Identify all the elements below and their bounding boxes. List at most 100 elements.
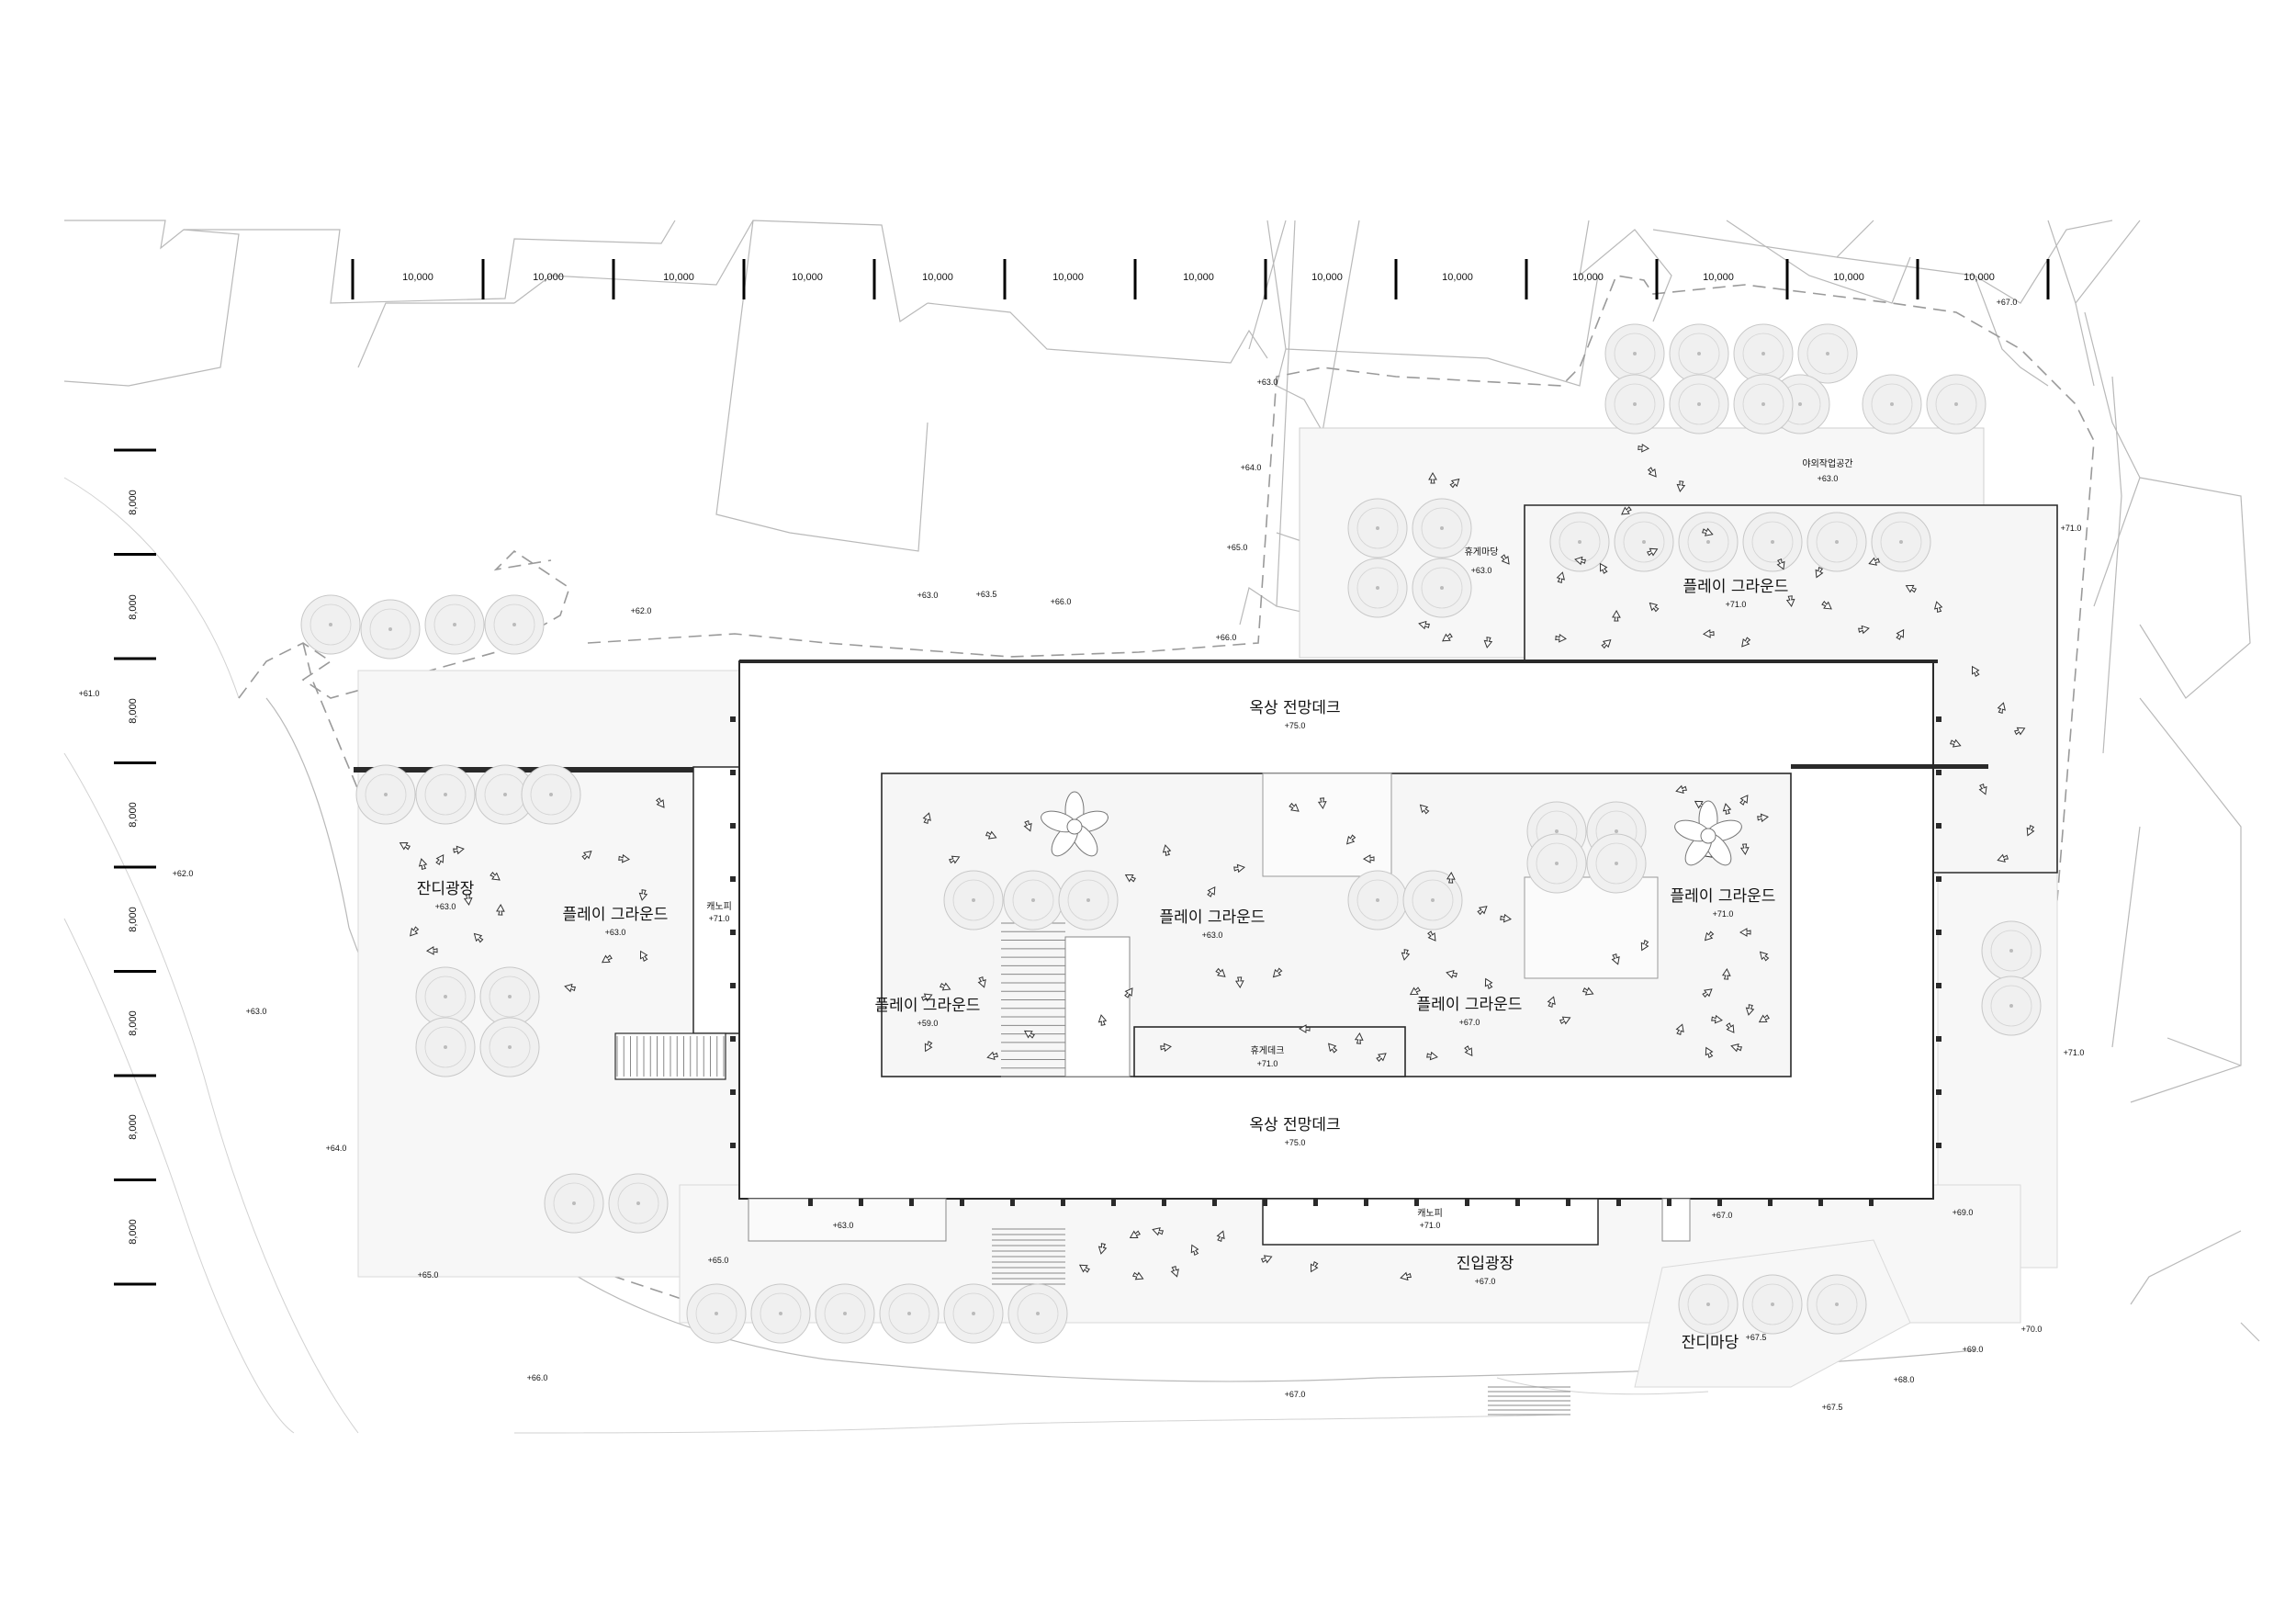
tree — [1862, 374, 1922, 434]
person-figure — [939, 982, 951, 991]
dimension-label: 8,000 — [128, 1219, 139, 1245]
spot-elevation: +62.0 — [631, 606, 652, 615]
tree — [479, 1017, 540, 1077]
person-figure — [1426, 1051, 1438, 1061]
dimension-label: 10,000 — [663, 272, 694, 283]
column — [1667, 1199, 1671, 1206]
person-figure — [1215, 967, 1226, 977]
spot-elevation: +65.0 — [418, 1270, 439, 1280]
tree — [1733, 323, 1794, 384]
person-figure — [1776, 558, 1785, 570]
person-figure — [1757, 813, 1769, 823]
spot-elevation: +64.0 — [1241, 463, 1262, 472]
person-figure — [1868, 557, 1881, 566]
elev-rooftop-north: +75.0 — [1285, 721, 1306, 730]
dimension-label: 8,000 — [128, 490, 139, 515]
elev-play-court-east: +71.0 — [1713, 909, 1734, 919]
person-figure — [1739, 843, 1750, 855]
label-lawn-yard: 잔디마당 — [1682, 1334, 1739, 1352]
column — [730, 770, 736, 775]
spot-elevation: +65.0 — [1227, 543, 1248, 552]
column — [1010, 1199, 1015, 1206]
person-figure — [2026, 824, 2035, 837]
column — [859, 1199, 863, 1206]
column — [1936, 876, 1941, 882]
person-figure — [1418, 620, 1430, 630]
tree — [1402, 870, 1463, 930]
column — [730, 876, 736, 882]
label-play-court-east: 플레이 그라운드 — [1671, 887, 1776, 906]
dimension-label: 8,000 — [128, 1010, 139, 1036]
elev-play-court-center: +63.0 — [1202, 930, 1223, 940]
person-figure — [1997, 702, 2006, 714]
tree — [1669, 374, 1729, 434]
person-figure — [1676, 480, 1686, 492]
person-figure — [655, 797, 665, 808]
tree — [1058, 870, 1119, 930]
person-figure — [1759, 951, 1770, 962]
tree — [300, 594, 361, 655]
dimension-label: 10,000 — [1442, 272, 1473, 283]
dimension-label: 10,000 — [1183, 272, 1214, 283]
person-figure — [1327, 1043, 1338, 1054]
context-buildings — [63, 220, 2260, 1434]
person-figure — [1599, 562, 1608, 574]
person-figure — [1216, 1230, 1225, 1243]
person-figure — [1483, 637, 1493, 648]
person-figure — [1354, 1032, 1364, 1044]
tree — [1678, 1274, 1739, 1335]
column — [1869, 1199, 1874, 1206]
tree — [1678, 512, 1739, 572]
tree — [1549, 512, 1610, 572]
person-figure — [1428, 471, 1437, 484]
label-outdoor-work: 야외작업공간 — [1802, 457, 1852, 469]
tree — [544, 1173, 604, 1234]
person-figure — [1815, 566, 1824, 579]
person-figure — [1741, 637, 1751, 648]
person-figure — [1376, 1053, 1387, 1063]
spot-elevation: +67.0 — [1997, 298, 2018, 307]
label-rest-deck: 휴게데크 — [1251, 1045, 1285, 1056]
spot-elevation: +64.0 — [326, 1144, 347, 1153]
tree — [1981, 976, 2042, 1036]
tree — [943, 1283, 1004, 1344]
label-lawn-plaza: 잔디광장 — [417, 880, 475, 898]
dimension-label: 8,000 — [128, 802, 139, 828]
column — [1717, 1199, 1722, 1206]
column — [1364, 1199, 1368, 1206]
column — [1936, 1143, 1941, 1148]
spot-elevation: +68.0 — [1894, 1375, 1915, 1384]
spot-elevation: +62.0 — [173, 869, 194, 878]
column — [1313, 1199, 1318, 1206]
dimension-label: 10,000 — [1833, 272, 1864, 283]
person-figure — [1298, 1024, 1311, 1033]
column — [960, 1199, 964, 1206]
person-figure — [1621, 506, 1632, 515]
column — [1936, 770, 1941, 775]
spot-elevation: +66.0 — [1216, 633, 1237, 642]
dimension-label: 10,000 — [1703, 272, 1734, 283]
tree — [1806, 1274, 1867, 1335]
person-figure — [1675, 784, 1687, 794]
person-figure — [1647, 467, 1657, 478]
column — [1566, 1199, 1570, 1206]
person-figure — [1446, 872, 1456, 884]
person-figure — [1124, 874, 1136, 883]
person-figure — [1477, 906, 1488, 916]
person-figure — [1997, 853, 2009, 863]
spot-elevation: +63.0 — [917, 591, 939, 600]
tree — [943, 870, 1004, 930]
label-play-west: 플레이 그라운드 — [563, 906, 669, 924]
tree — [1412, 498, 1472, 558]
column — [730, 1143, 736, 1148]
label-rooftop-north: 옥상 전망데크 — [1249, 699, 1340, 717]
person-figure — [1949, 739, 1962, 748]
elev-play-court-right: +67.0 — [1459, 1018, 1480, 1027]
dimension-label: 8,000 — [128, 594, 139, 620]
elev-lawn-plaza: +63.0 — [435, 902, 456, 911]
spot-elevations: +63.0 +64.0 +65.0 +66.0 +66.0 +63.0 +63.… — [79, 298, 2085, 1412]
column — [730, 716, 736, 722]
person-figure — [1207, 886, 1216, 897]
person-figure — [1581, 987, 1594, 996]
